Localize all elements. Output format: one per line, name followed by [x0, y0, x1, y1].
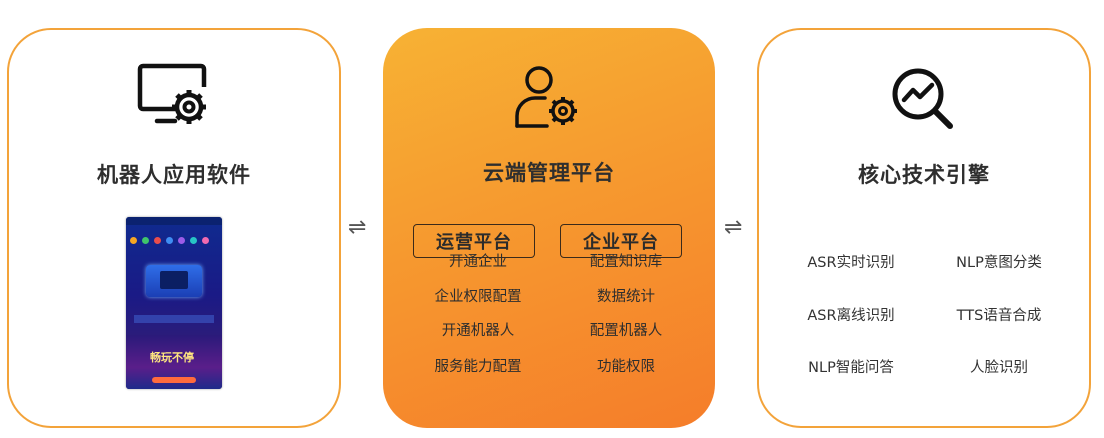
app-icon — [130, 237, 137, 244]
engine-item: NLP意图分类 — [956, 255, 1042, 271]
phone-promo-text: 畅玩不停 — [150, 351, 194, 364]
ent-item: 配置机器人 — [589, 323, 663, 339]
user-gear-icon — [515, 66, 577, 128]
core-engine-card: 核心技术引擎 ASR实时识别 NLP意图分类 ASR离线识别 TTS语音合成 N… — [757, 28, 1091, 428]
core-engine-title: 核心技术引擎 — [858, 163, 990, 187]
bidirectional-arrow-icon: ⇌ — [724, 215, 743, 240]
engine-item: NLP智能问答 — [808, 360, 894, 376]
app-icon — [178, 237, 185, 244]
phone-promo-button — [152, 377, 196, 383]
engine-item: TTS语音合成 — [956, 308, 1042, 324]
cloud-management-card: 云端管理平台 运营平台 企业平台 开通企业 企业权限配置 开通机器人 服务能力配… — [383, 28, 715, 428]
app-icon — [202, 237, 209, 244]
ent-item: 配置知识库 — [589, 254, 663, 270]
phone-status-bar — [126, 217, 222, 225]
tab-enterprise-platform[interactable]: 企业平台 — [560, 224, 682, 258]
phone-toolbar — [134, 315, 214, 323]
cloud-platform-title: 云端管理平台 — [483, 161, 615, 185]
ops-item: 开通企业 — [449, 254, 507, 270]
app-screenshot: 畅玩不停 — [126, 217, 222, 389]
ops-item: 服务能力配置 — [434, 359, 522, 375]
engine-item: ASR实时识别 — [807, 255, 895, 271]
phone-dialog-image — [160, 271, 188, 289]
ent-item: 功能权限 — [597, 359, 655, 375]
engine-item: 人脸识别 — [970, 360, 1028, 376]
robot-app-title: 机器人应用软件 — [97, 163, 251, 187]
app-icon — [142, 237, 149, 244]
ent-item: 数据统计 — [597, 289, 655, 305]
bidirectional-arrow-icon: ⇌ — [348, 215, 367, 240]
app-icon — [190, 237, 197, 244]
ops-item: 开通机器人 — [441, 323, 515, 339]
tab-operations-platform[interactable]: 运营平台 — [413, 224, 535, 258]
ops-item: 企业权限配置 — [434, 289, 522, 305]
trend-magnifier-icon — [892, 68, 953, 129]
app-icon — [166, 237, 173, 244]
monitor-gear-icon — [137, 63, 207, 124]
app-icon — [154, 237, 161, 244]
engine-item: ASR离线识别 — [807, 308, 895, 324]
